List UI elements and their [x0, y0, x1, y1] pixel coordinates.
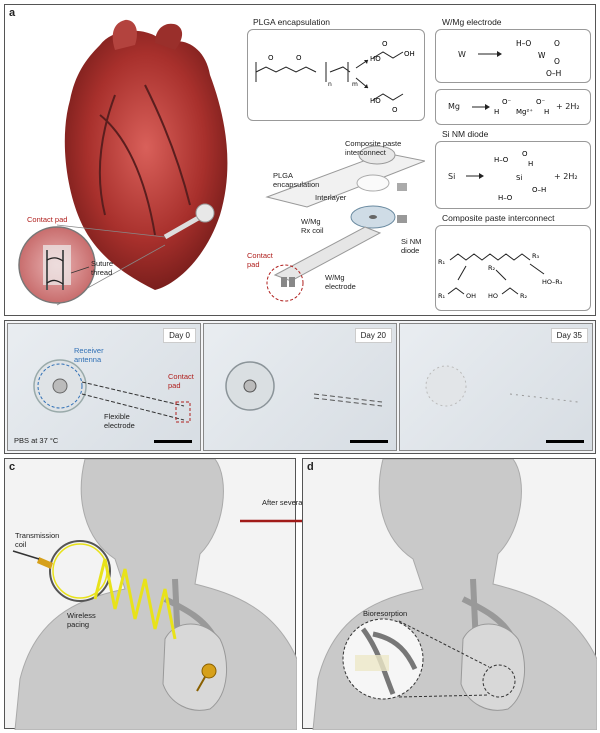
panel-d-illustration [303, 459, 597, 730]
si-reaction-box: Si H–O O Si O–H H–O H + 2H₂ [435, 141, 591, 209]
composite-reaction-box: R₁ R₃ R₂ R₁ OH HO R₂ HO–R₃ [435, 225, 591, 311]
scale-bar-day35 [546, 440, 584, 443]
composite-title: Composite paste interconnect [442, 213, 554, 223]
svg-text:R₂: R₂ [488, 264, 496, 272]
composite-reaction-graphic: R₁ R₃ R₂ R₁ OH HO R₂ HO–R₃ [436, 226, 592, 312]
dev-composite-label: Composite paste interconnect [345, 139, 401, 157]
panel-a: a Contact pad Suture thread PLGA encaps [4, 4, 596, 316]
dev-plga-label: PLGA encapsulation [273, 171, 319, 189]
dev-coil-label: W/Mg Rx coil [301, 217, 324, 235]
panel-c-illustration [5, 459, 297, 730]
panel-d: d Bioresorption [302, 458, 596, 729]
device-exploded-view [5, 5, 425, 315]
svg-text:O: O [554, 57, 560, 66]
svg-text:O–H: O–H [532, 186, 546, 194]
svg-text:H–O: H–O [516, 39, 531, 48]
w-reaction-box: W H–O W O O O–H [435, 29, 591, 83]
svg-text:O⁻: O⁻ [536, 98, 546, 106]
svg-text:H: H [494, 108, 499, 116]
panel-c: c Transmission coil Wireless pacing [4, 458, 296, 729]
mg-product: + 2H₂ [556, 102, 580, 111]
svg-text:Mg²⁺: Mg²⁺ [516, 108, 533, 116]
dev-si-label: Si NM diode [401, 237, 421, 255]
svg-text:R₁: R₁ [438, 258, 446, 266]
day35-device [400, 324, 594, 452]
transmission-coil-label: Transmission coil [15, 531, 59, 549]
day20-device [204, 324, 398, 452]
dev-contact-label: Contact pad [247, 251, 273, 269]
svg-text:R₁: R₁ [438, 292, 446, 300]
photo-day20: Day 20 [203, 323, 397, 451]
svg-text:H: H [544, 108, 549, 116]
bioresorption-label: Bioresorption [363, 609, 407, 618]
svg-text:R₂: R₂ [520, 292, 528, 300]
wireless-pacing-label: Wireless pacing [67, 611, 96, 629]
svg-text:H–O: H–O [498, 194, 513, 202]
scale-bar-day0 [154, 440, 192, 443]
svg-text:O: O [554, 39, 560, 48]
wmg-title: W/Mg electrode [442, 17, 502, 27]
body-silhouette [15, 459, 297, 730]
panel-b: b Day 0 Receiver antenna Contact pad Fle… [4, 320, 596, 454]
svg-text:O: O [522, 150, 528, 158]
dev-interlayer-label: Interlayer [315, 193, 346, 202]
si-title: Si NM diode [442, 129, 488, 139]
heart-outline [163, 624, 227, 710]
w-reaction-graphic: H–O W O O O–H [436, 30, 592, 84]
photo-day0: Day 0 Receiver antenna Contact pad Flexi… [7, 323, 201, 451]
flexible-electrode-label: Flexible electrode [104, 412, 135, 430]
scale-bar-day20 [350, 440, 388, 443]
svg-text:HO–R₃: HO–R₃ [542, 278, 563, 286]
photo-day35: Day 35 [399, 323, 593, 451]
svg-text:HO: HO [488, 292, 498, 300]
receiver-antenna-label: Receiver antenna [74, 346, 104, 364]
svg-text:H: H [528, 160, 533, 168]
svg-text:O–H: O–H [546, 69, 561, 78]
body-silhouette-d [313, 459, 597, 730]
contact-pad-b-label: Contact pad [168, 372, 194, 390]
svg-text:H–O: H–O [494, 156, 509, 164]
pbs-label: PBS at 37 °C [14, 436, 58, 445]
svg-text:Si: Si [516, 174, 522, 182]
svg-text:R₃: R₃ [532, 252, 540, 260]
svg-text:OH: OH [466, 292, 476, 300]
si-product: + 2H₂ [554, 172, 578, 181]
svg-text:W: W [538, 51, 546, 60]
dev-electrode-label: W/Mg electrode [325, 273, 356, 291]
mg-reaction-box: Mg H O⁻ Mg²⁺ O⁻ H + 2H₂ [435, 89, 591, 125]
svg-text:O⁻: O⁻ [502, 98, 512, 106]
